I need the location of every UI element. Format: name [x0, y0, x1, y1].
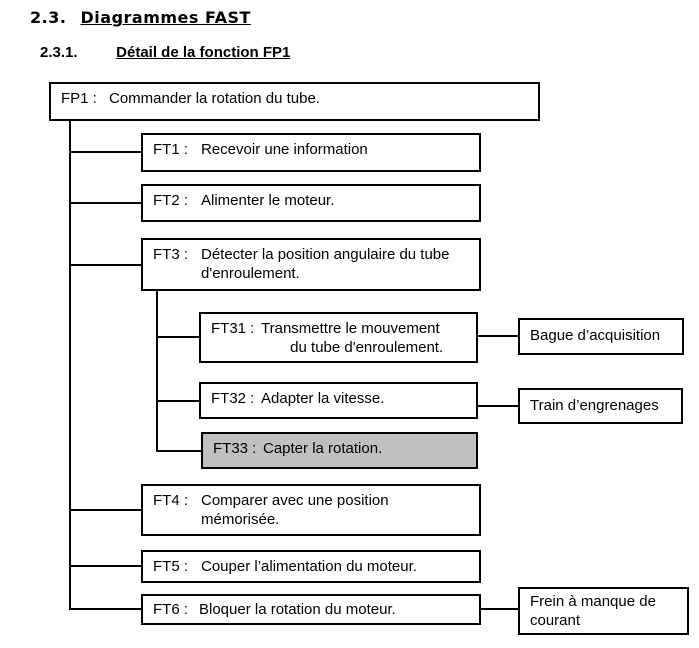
connector-ft31-solution: [476, 335, 519, 337]
ft5-label: Couper l’alimentation du moteur.: [201, 558, 417, 575]
fp1-label: Commander la rotation du tube.: [109, 90, 320, 107]
connector-ft2: [69, 202, 142, 204]
ft1-code: FT1 :: [153, 141, 189, 158]
ft6-code: FT6 :: [153, 601, 189, 618]
ft31-code: FT31 :: [211, 320, 255, 337]
ft3-code: FT3 :: [153, 246, 189, 263]
ft1-box: FT1 : Recevoir une information: [141, 133, 481, 172]
ft32-box: FT32 : Adapter la vitesse.: [199, 382, 478, 419]
connector-ft6: [69, 608, 142, 610]
ft3-box: FT3 : Détecter la position angulaire du …: [141, 238, 481, 291]
connector-ft5: [69, 565, 142, 567]
connector-ft32: [156, 400, 200, 402]
fp1-box: FP1 : Commander la rotation du tube.: [49, 82, 540, 121]
ft33-code: FT33 :: [213, 440, 257, 457]
solution-ft31-box: Bague d’acquisition: [518, 318, 684, 355]
ft2-label: Alimenter le moteur.: [201, 192, 335, 209]
solution-ft32-label: Train d’engrenages: [530, 397, 659, 414]
ft32-code: FT32 :: [211, 390, 255, 407]
ft31-label: Transmettre le mouvement du tube d'enrou…: [261, 320, 444, 356]
ft4-label: Comparer avec une position mémorisée.: [201, 492, 389, 528]
ft4-code: FT4 :: [153, 492, 189, 509]
connector-ft4: [69, 509, 142, 511]
section-number: 2.3.: [30, 8, 67, 27]
section-title: Diagrammes FAST: [80, 8, 251, 27]
fp1-code: FP1 :: [61, 90, 97, 107]
solution-ft32-box: Train d’engrenages: [518, 388, 683, 424]
solution-ft31-label: Bague d’acquisition: [530, 327, 661, 344]
ft33-label: Capter la rotation.: [263, 440, 383, 457]
connector-ft31: [156, 336, 200, 338]
connector-ft32-solution: [476, 405, 519, 407]
subsection-heading: 2.3.1. Détail de la fonction FP1: [40, 44, 290, 61]
text-cursor: [688, 620, 689, 635]
ft5-code: FT5 :: [153, 558, 189, 575]
ft3-label: Détecter la position angulaire du tube d…: [201, 246, 450, 282]
ft4-box: FT4 : Comparer avec une position mémoris…: [141, 484, 481, 536]
ft5-box: FT5 : Couper l’alimentation du moteur.: [141, 550, 481, 583]
connector-ft3: [69, 264, 142, 266]
subsection-title: Détail de la fonction FP1: [116, 44, 291, 61]
ft6-box: FT6 : Bloquer la rotation du moteur.: [141, 594, 481, 625]
solution-ft6-label: Frein à manque de courant: [530, 593, 656, 629]
ft32-label: Adapter la vitesse.: [261, 390, 385, 407]
ft6-label: Bloquer la rotation du moteur.: [199, 601, 396, 618]
connector-ft6-solution: [479, 608, 519, 610]
solution-ft6-box: Frein à manque de courant: [518, 587, 689, 635]
ft1-label: Recevoir une information: [201, 141, 368, 158]
ft2-code: FT2 :: [153, 192, 189, 209]
main-trunk-line: [69, 120, 71, 610]
ft3-trunk-line: [156, 290, 158, 452]
subsection-number: 2.3.1.: [40, 44, 78, 61]
ft2-box: FT2 : Alimenter le moteur.: [141, 184, 481, 222]
connector-ft1: [69, 151, 142, 153]
section-heading: 2.3. Diagrammes FAST: [30, 8, 251, 27]
connector-ft33: [156, 450, 202, 452]
ft33-box: FT33 : Capter la rotation.: [201, 432, 478, 469]
ft31-box: FT31 : Transmettre le mouvement du tube …: [199, 312, 478, 363]
